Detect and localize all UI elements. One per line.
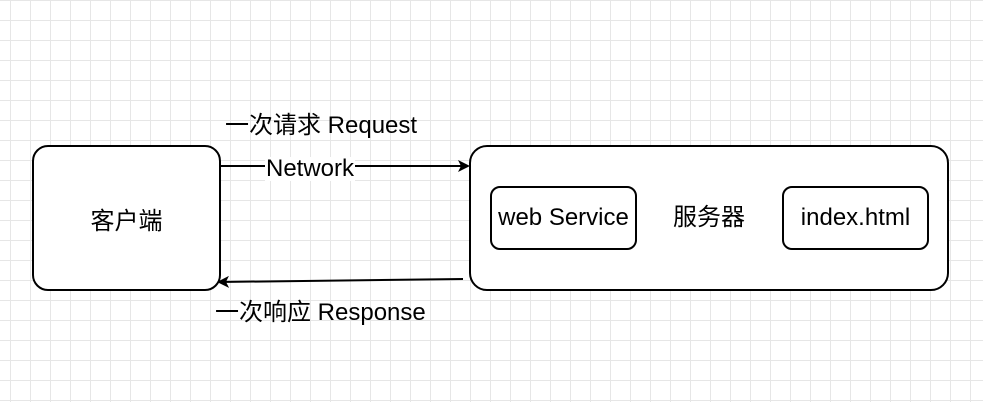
web-service-label: web Service: [498, 204, 629, 231]
request-label: 一次请求 Request: [225, 112, 418, 139]
response-label: 一次响应 Response: [215, 299, 426, 326]
client-node: 客户端: [32, 145, 221, 291]
response-arrow: [217, 275, 464, 288]
index-file-label: index.html: [800, 204, 911, 231]
index-file-node: index.html: [782, 186, 929, 250]
network-label: Network: [265, 155, 356, 182]
client-label: 客户端: [90, 207, 163, 235]
server-label: 服务器: [673, 204, 745, 231]
web-service-node: web Service: [490, 186, 637, 250]
